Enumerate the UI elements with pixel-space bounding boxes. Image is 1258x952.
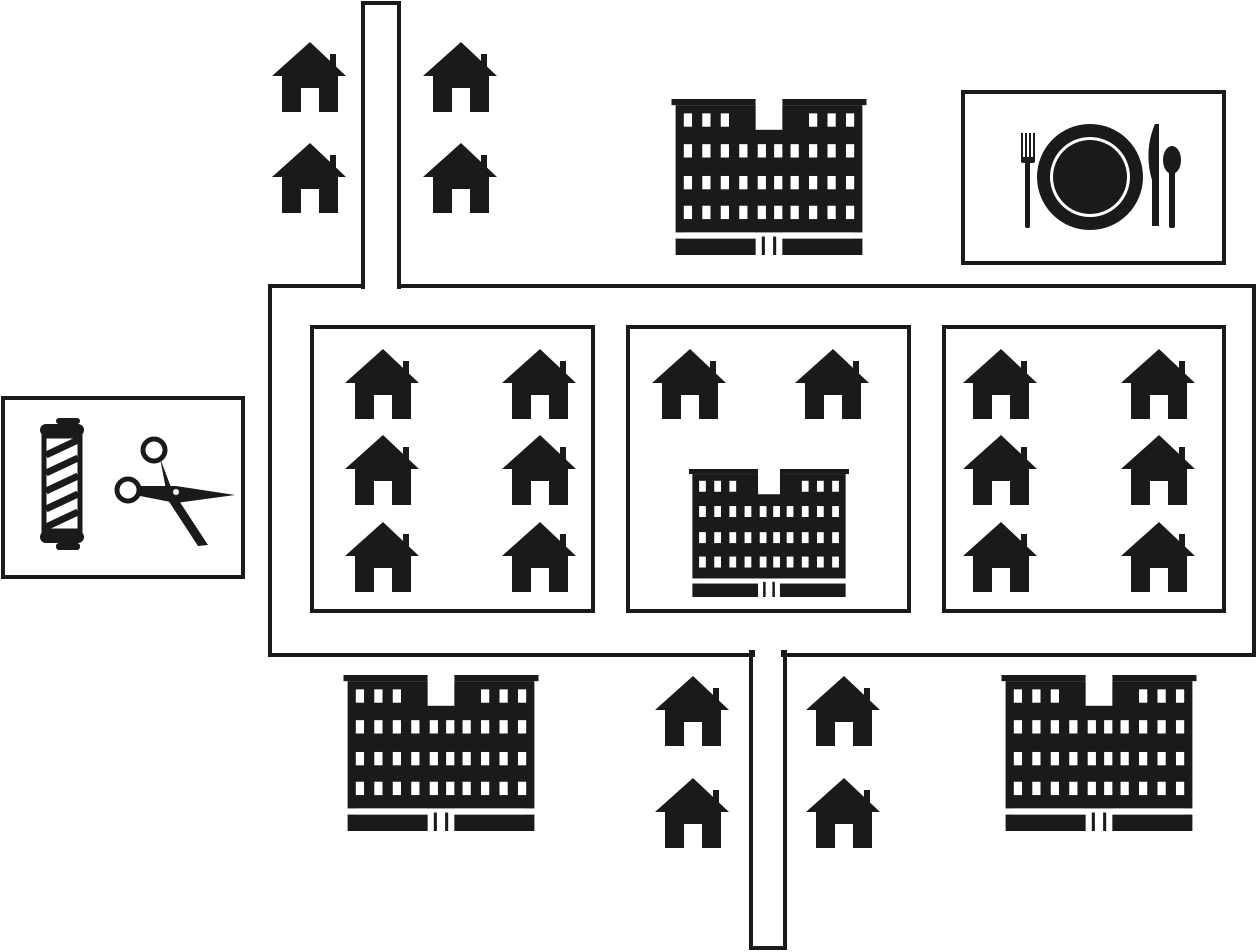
west-block [310,325,595,613]
road-north [361,1,401,289]
house-icon [1121,522,1195,592]
house-icon [806,778,880,848]
apartment-building-icon [689,469,849,597]
barber-pole-icon [40,418,84,550]
east-block [942,325,1226,613]
house-icon [963,522,1037,592]
road-south [749,650,787,950]
scissors-icon [114,436,235,546]
knife-icon [1148,124,1159,226]
restaurant [961,90,1226,265]
house-icon [502,522,576,592]
apartment-building-icon [343,675,539,831]
spoon-icon [1163,146,1181,228]
apartment-building-icon [1001,675,1197,831]
house-icon [652,349,726,419]
house-icon [1121,435,1195,505]
restaurant-icon [1021,124,1181,230]
house-icon [423,42,497,112]
house-icon [502,435,576,505]
house-icon [502,349,576,419]
apartment-building-icon [671,99,867,255]
barbershop [1,396,245,579]
house-icon [806,676,880,746]
house-icon [345,435,419,505]
plate-icon [1037,124,1143,230]
house-icon [963,435,1037,505]
fork-icon [1021,133,1035,228]
house-icon [345,349,419,419]
house-icon [423,143,497,213]
house-icon [655,778,729,848]
house-icon [345,522,419,592]
center-block [626,325,911,613]
house-icon [963,349,1037,419]
house-icon [795,349,869,419]
house-icon [272,143,346,213]
house-icon [272,42,346,112]
neighborhood-block [268,284,1256,658]
house-icon [1121,349,1195,419]
house-icon [655,676,729,746]
